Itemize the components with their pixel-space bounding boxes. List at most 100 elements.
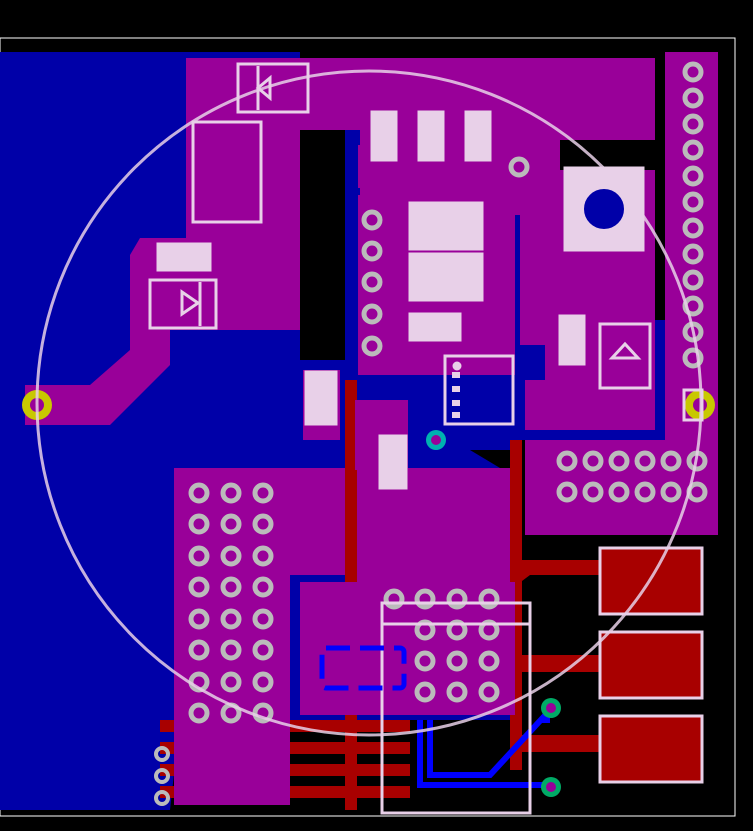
thermal-via	[478, 619, 500, 641]
connector-pin[interactable]	[660, 450, 682, 472]
bottom-component-outline	[319, 645, 407, 691]
bottom-trace-2	[427, 707, 553, 778]
thermal-via	[414, 681, 436, 703]
thermal-via	[220, 576, 242, 598]
silk-inductor-mid	[408, 252, 484, 302]
header-pin[interactable]	[682, 165, 704, 187]
silk-resistor-2	[417, 110, 445, 162]
edge-pin[interactable]	[154, 790, 170, 806]
connector-pin[interactable]	[608, 450, 630, 472]
header-pin[interactable]	[682, 139, 704, 161]
connector-pin[interactable]	[634, 481, 656, 503]
thermal-via	[220, 608, 242, 630]
silk-resistor-mid-left	[304, 370, 338, 426]
thermal-via	[188, 702, 210, 724]
bottom-trace-1	[417, 720, 545, 788]
via-teal-hole	[431, 435, 441, 445]
ic-pin[interactable]	[361, 240, 383, 262]
overlap-left-arm	[25, 238, 186, 425]
edge-pin[interactable]	[154, 746, 170, 762]
thermal-via	[252, 639, 274, 661]
trace-to-pad-3	[515, 735, 600, 752]
header-pin[interactable]	[682, 113, 704, 135]
thermal-via	[414, 588, 436, 610]
via-green-1-hole	[546, 703, 556, 713]
header-pin[interactable]	[682, 61, 704, 83]
overlap-lower-mid	[357, 468, 510, 590]
edge-pin[interactable]	[154, 768, 170, 784]
silkscreen-layer	[35, 62, 704, 815]
silk-pad-large-1	[598, 546, 704, 616]
ic-pad	[452, 412, 460, 418]
thermal-via-grid-center	[383, 588, 500, 703]
silk-pad-large-3	[598, 714, 704, 784]
silk-switch-knob	[580, 185, 628, 233]
thermal-via	[414, 650, 436, 672]
thermal-via	[446, 619, 468, 641]
silk-ic	[443, 354, 515, 426]
thermal-via	[188, 513, 210, 535]
header-pin[interactable]	[682, 217, 704, 239]
silk-capacitor-large	[191, 120, 263, 224]
connector-pin[interactable]	[582, 481, 604, 503]
thermal-via	[188, 576, 210, 598]
thermal-via	[478, 650, 500, 672]
ic-pin[interactable]	[361, 271, 383, 293]
header-pin[interactable]	[682, 87, 704, 109]
silk-resistor-right	[558, 314, 586, 366]
ic-pad	[452, 386, 460, 392]
ic-pad	[452, 400, 460, 406]
silk-diode-left-arrow	[180, 289, 201, 317]
thermal-via	[220, 545, 242, 567]
ic-pin[interactable]	[361, 209, 383, 231]
header-pins	[682, 61, 704, 369]
trace-to-pad-1	[510, 560, 600, 590]
connector-pin[interactable]	[608, 481, 630, 503]
connector-pin[interactable]	[660, 481, 682, 503]
thermal-via	[478, 681, 500, 703]
thermal-via	[252, 482, 274, 504]
ic-pin[interactable]	[361, 303, 383, 325]
thermal-via	[252, 671, 274, 693]
ic-pin[interactable]	[361, 335, 383, 357]
ic-pin-top[interactable]	[508, 156, 530, 178]
thermal-via-grid-left	[188, 482, 274, 724]
thermal-via	[446, 650, 468, 672]
overlap-big-lower	[174, 468, 345, 805]
thermal-via	[188, 545, 210, 567]
header-pin[interactable]	[682, 347, 704, 369]
header-pin[interactable]	[682, 243, 704, 265]
bottom-silk	[319, 645, 407, 691]
ic-pin-column	[361, 156, 530, 357]
pad-large-3[interactable]	[600, 716, 702, 782]
header-pin[interactable]	[682, 269, 704, 291]
thermal-via	[220, 639, 242, 661]
connector-pin[interactable]	[556, 481, 578, 503]
ic-pads	[452, 372, 460, 418]
silk-diode-top-arrow	[255, 74, 272, 102]
silk-pad-large-2	[598, 630, 704, 700]
thermal-via	[188, 639, 210, 661]
thermal-via	[252, 513, 274, 535]
pad-large-2[interactable]	[600, 632, 702, 698]
vias	[22, 390, 715, 797]
overlap-lower-box	[300, 582, 515, 715]
thermal-via	[188, 608, 210, 630]
thermal-via	[446, 681, 468, 703]
header-pin[interactable]	[682, 191, 704, 213]
board-outline	[0, 37, 736, 817]
connector-pin[interactable]	[556, 450, 578, 472]
connector-pins-right	[556, 450, 708, 503]
thermal-via	[220, 513, 242, 535]
connector-pin[interactable]	[582, 450, 604, 472]
thermal-via	[478, 588, 500, 610]
thermal-via	[383, 588, 405, 610]
silk-inductor-small	[408, 312, 462, 342]
connector-pin[interactable]	[634, 450, 656, 472]
silk-diode-left	[148, 278, 218, 330]
silk-resistor-1	[370, 110, 398, 162]
overlap-center-block	[358, 145, 545, 188]
silk-regulator	[380, 601, 532, 815]
silk-diode-top	[236, 62, 310, 114]
